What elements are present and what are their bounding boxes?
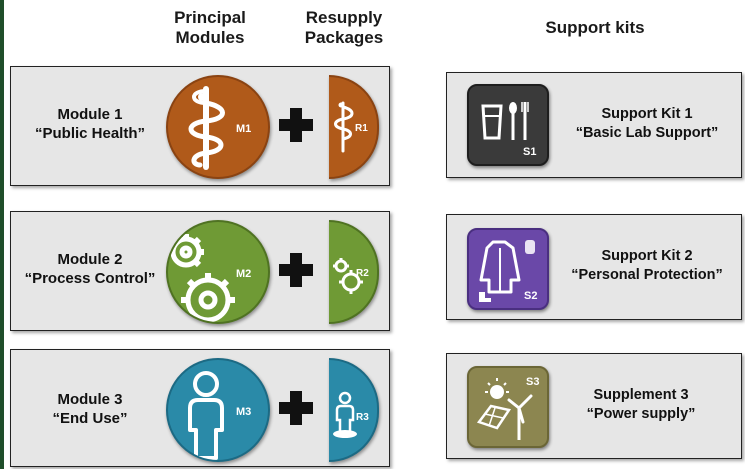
gears-icon bbox=[170, 234, 235, 322]
support-kit-panel-1[interactable]: S1 Support Kit 1 “Basic Lab Support” bbox=[446, 72, 742, 178]
support-kit-label-2: Support Kit 2 “Personal Protection” bbox=[571, 248, 723, 283]
plus-icon bbox=[279, 391, 313, 425]
module-panel-2[interactable]: Module 2 “Process Control” M2 bbox=[10, 211, 390, 331]
left-edge-bar bbox=[0, 0, 4, 469]
support-kit-icon-s3[interactable]: S3 bbox=[467, 366, 549, 448]
header-resupply-packages: Resupply Packages bbox=[304, 8, 384, 47]
module-panel-3[interactable]: Module 3 “End Use” M3 R3 bbox=[10, 349, 390, 467]
module-label-3: Module 3 “End Use” bbox=[52, 391, 128, 427]
gears-small-icon bbox=[333, 258, 363, 294]
person-small-icon bbox=[333, 391, 357, 438]
resupply-code-r3: R3 bbox=[356, 412, 369, 423]
support-kit-code-s3: S3 bbox=[526, 376, 540, 388]
resupply-icon-r3[interactable]: R3 bbox=[329, 358, 379, 462]
support-kit-icon-s1[interactable]: S1 bbox=[467, 84, 549, 166]
resupply-code-r1: R1 bbox=[355, 123, 368, 134]
support-kit-code-s1: S1 bbox=[523, 146, 537, 158]
person-icon bbox=[188, 371, 224, 460]
module-icon-m1[interactable]: M1 bbox=[166, 75, 270, 179]
support-kit-icon-s2[interactable]: S2 bbox=[467, 228, 549, 310]
module-label-2: Module 2 “Process Control” bbox=[24, 251, 156, 287]
module-icon-m2[interactable]: M2 bbox=[166, 220, 270, 324]
plus-icon bbox=[279, 108, 313, 142]
support-kit-label-3: Supplement 3 “Power supply” bbox=[586, 387, 696, 422]
protective-gear-icon bbox=[479, 240, 535, 302]
module-code-m1: M1 bbox=[236, 123, 252, 135]
resupply-icon-r1[interactable]: R1 bbox=[329, 75, 379, 179]
module-panel-1[interactable]: Module 1 “Public Health” M1 R1 bbox=[10, 66, 390, 186]
plus-icon bbox=[279, 253, 313, 287]
resupply-code-r2: R2 bbox=[356, 268, 369, 279]
resupply-icon-r2[interactable]: R2 bbox=[329, 220, 379, 324]
lab-tools-icon bbox=[481, 102, 529, 140]
solar-wind-icon bbox=[476, 378, 533, 440]
support-kit-code-s2: S2 bbox=[524, 290, 538, 302]
support-kit-panel-2[interactable]: S2 Support Kit 2 “Personal Protection” bbox=[446, 214, 742, 320]
header-principal-modules: Principal Modules bbox=[174, 8, 246, 47]
support-kit-label-1: Support Kit 1 “Basic Lab Support” bbox=[575, 106, 719, 141]
caduceus-small-icon bbox=[334, 101, 354, 153]
module-code-m3: M3 bbox=[236, 406, 252, 418]
header-support-kits: Support kits bbox=[545, 18, 645, 37]
support-kit-panel-3[interactable]: S3 Supplement 3 “Power supply” bbox=[446, 353, 742, 459]
module-icon-m3[interactable]: M3 bbox=[166, 358, 270, 462]
caduceus-icon bbox=[188, 86, 225, 170]
module-label-1: Module 1 “Public Health” bbox=[34, 106, 146, 142]
module-code-m2: M2 bbox=[236, 268, 252, 280]
